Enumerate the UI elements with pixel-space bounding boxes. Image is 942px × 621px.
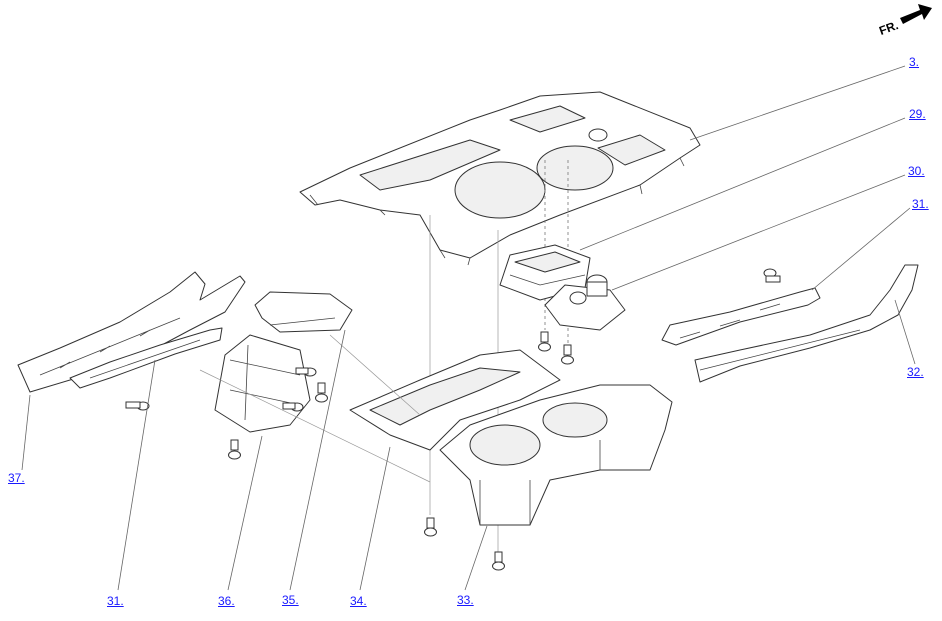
bolt-right xyxy=(763,268,781,283)
part-32-right-side-trim xyxy=(694,264,919,383)
callout-36[interactable]: 36. xyxy=(218,594,235,608)
callout-33[interactable]: 33. xyxy=(457,593,474,607)
leader-lines xyxy=(21,65,916,591)
part-31-right-bracket xyxy=(661,287,821,346)
front-direction-arrow-icon xyxy=(900,4,932,24)
part-36-bracket xyxy=(214,334,311,433)
part-33-cup-holder-box xyxy=(439,384,673,526)
bolts-bracket-36 xyxy=(228,367,328,460)
bolts-bottom xyxy=(424,517,505,571)
bolt-pair-center xyxy=(538,331,574,365)
callout-29[interactable]: 29. xyxy=(909,107,926,121)
callout-37[interactable]: 37. xyxy=(8,471,25,485)
callout-34[interactable]: 34. xyxy=(350,594,367,608)
part-34-tray xyxy=(349,349,561,451)
callout-30[interactable]: 30. xyxy=(908,164,925,178)
callout-31-right[interactable]: 31. xyxy=(912,197,929,211)
callout-31-bottom[interactable]: 31. xyxy=(107,594,124,608)
bolt-left-bracket xyxy=(125,401,150,411)
part-30-shift-switch-unit xyxy=(544,274,626,331)
callout-32[interactable]: 32. xyxy=(907,365,924,379)
callout-35[interactable]: 35. xyxy=(282,593,299,607)
part-35-mat-pad xyxy=(254,291,353,333)
part-31-left-bracket xyxy=(69,327,223,389)
part-3-upper-trim-panel xyxy=(299,91,701,266)
callout-3[interactable]: 3. xyxy=(909,55,920,69)
